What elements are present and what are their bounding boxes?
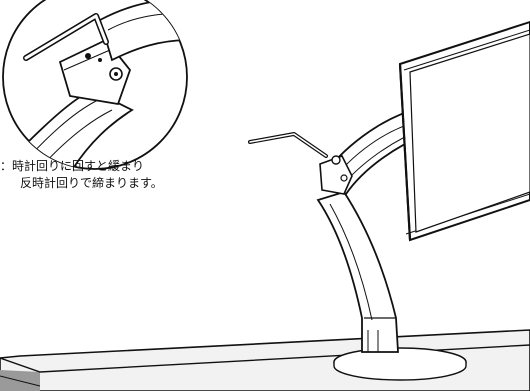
instruction-text: ：時計回りに回すと緩まり 反時計回りで締まります。 <box>0 158 230 192</box>
monitor <box>398 20 530 242</box>
stand-base <box>333 347 467 381</box>
hex-key-main <box>248 132 328 158</box>
hex-key-zoom <box>23 13 109 61</box>
zoom-detail <box>2 0 188 170</box>
stand-pole <box>316 190 399 353</box>
instruction-line-1: ：時計回りに回すと緩まり <box>0 159 145 173</box>
instruction-line-2: 反時計回りで締まります。 <box>20 176 163 190</box>
